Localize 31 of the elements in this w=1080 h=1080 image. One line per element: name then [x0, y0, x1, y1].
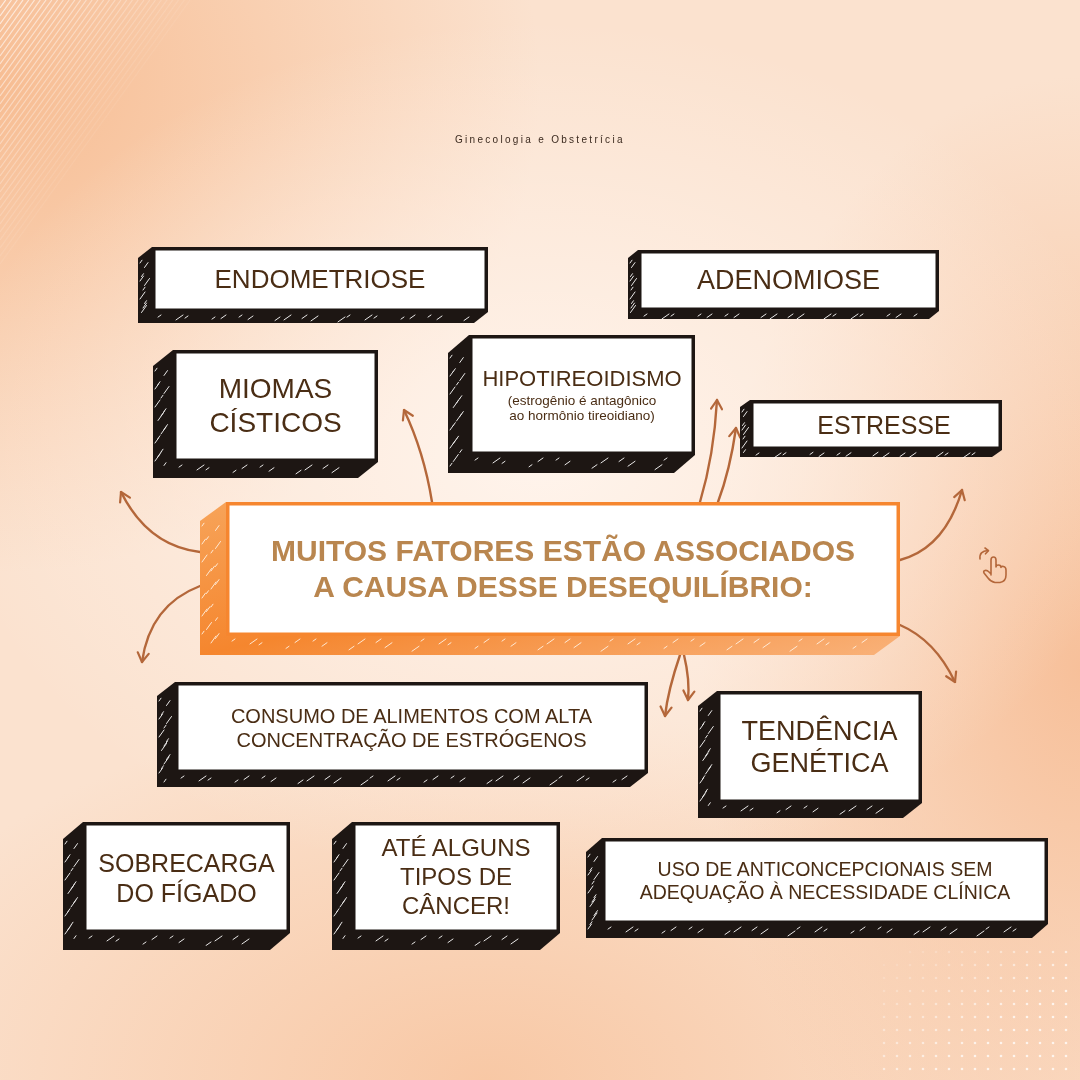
curved-arrow	[119, 490, 202, 554]
highlighted-box	[200, 502, 900, 655]
curved-arrow	[716, 426, 742, 504]
extruded-box	[698, 691, 922, 818]
extruded-box	[740, 400, 1002, 457]
extruded-box	[586, 838, 1048, 938]
curved-arrow	[682, 653, 696, 702]
node-label: TENDÊNCIA GENÉTICA	[740, 714, 899, 780]
extruded-box	[138, 247, 488, 323]
extruded-box	[628, 250, 939, 319]
extruded-box	[448, 335, 695, 473]
node-label: ADENOMIOSE	[697, 264, 880, 297]
node-label: ATÉ ALGUNS TIPOS DE CÂNCER!	[380, 834, 532, 921]
curved-arrow	[137, 584, 202, 664]
curved-arrow	[401, 408, 434, 504]
node-note: (estrogênio é antagônico ao hormônio tireoidiano)	[506, 392, 658, 424]
node-label: SOBRECARGA DO FÍGADO	[97, 847, 276, 908]
curved-arrow	[898, 623, 957, 684]
extruded-box	[332, 822, 560, 950]
tagline: Ginecologia e Obstetrícia	[455, 134, 625, 145]
extruded-box	[63, 822, 290, 950]
main-heading: MUITOS FATORES ESTÃO ASSOCIADOS A CAUSA DESSE DESEQUILÍBRIO:	[270, 533, 856, 605]
node-label: MIOMAS CÍSTICOS	[208, 372, 343, 440]
node-label: ESTRESSE	[817, 410, 951, 440]
extruded-box	[157, 682, 648, 787]
node-label: CONSUMO DE ALIMENTOS COM ALTA CONCENTRAÇÃO DE ESTRÓGENOS	[229, 703, 594, 752]
node-label: HIPOTIREOIDISMO	[482, 366, 682, 393]
extruded-box	[153, 350, 378, 478]
node-label: ENDOMETRIOSE	[214, 263, 426, 296]
node-label: USO DE ANTICONCEPCIONAIS SEM ADEQUAÇÃO À NECESSIDADE CLÍNICA	[638, 857, 1012, 905]
curved-arrow	[698, 398, 723, 504]
